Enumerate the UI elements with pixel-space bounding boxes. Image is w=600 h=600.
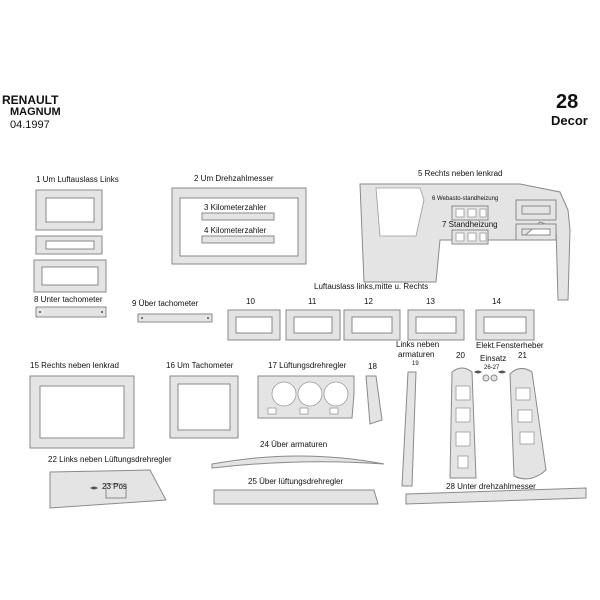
part-13-frame [407, 309, 465, 341]
label-part-9: 9 Über tachometer [132, 299, 199, 308]
label-part-19: 19 [412, 361, 419, 367]
label-part-1: 1 Um Luftauslass Links [36, 175, 119, 184]
label-part-25: 25 Über lüftungsdrehregler [248, 477, 344, 486]
label-part-14: 14 [492, 297, 501, 306]
label-part-4: 4 Kilometerzahler [204, 226, 267, 235]
brand-name: RENAULT [2, 93, 59, 107]
part-18-strip [365, 375, 383, 425]
label-part-5: 5 Rechts neben lenkrad [418, 169, 503, 178]
label-luftauslass: Luftauslass links,mitte u. Rechts [314, 282, 429, 291]
label-part-18: 18 [368, 362, 377, 371]
part-1-top-frame [35, 189, 103, 231]
part-count: 28 [556, 91, 579, 113]
part-16-frame [169, 375, 239, 439]
label-einsatz: Einsatz [480, 354, 507, 363]
model-name: MAGNUM [10, 106, 61, 118]
part-1-bottom-frame [33, 259, 107, 293]
label-part-22: 22 Links neben Lüftungsdrehregler [48, 455, 172, 464]
part-27-insert [490, 374, 498, 382]
label-part-6: 6 Webasto-standheizung [432, 196, 499, 202]
label-part-2: 2 Um Drehzahlmesser [194, 174, 274, 183]
part-26-insert [482, 374, 490, 382]
decor-title: Decor [551, 113, 588, 128]
label-part-21: 21 [518, 351, 527, 360]
label-part-23: 23 Pos [102, 482, 127, 491]
label-part-13: 13 [426, 297, 435, 306]
label-part-19-line1: Links neben [396, 340, 440, 349]
part-11-frame [285, 309, 341, 341]
label-part-8: 8 Unter tachometer [34, 295, 103, 304]
part-1-mid-frame [35, 235, 103, 255]
part-25-strip [213, 489, 379, 505]
label-part-26-27: 26-27 [484, 365, 500, 371]
part-2-frame [171, 187, 307, 265]
part-19-strip [401, 371, 417, 487]
label-part-17: 17 Lüftungsdrehregler [268, 361, 347, 370]
part-12-frame [343, 309, 401, 341]
part-15-frame [29, 375, 135, 449]
part-23-panel [105, 483, 127, 499]
part-8-strip [35, 306, 107, 318]
part-14-frame [475, 309, 535, 341]
model-date: 04.1997 [10, 119, 50, 131]
label-part-10: 10 [246, 297, 255, 306]
part-28-strip [405, 487, 587, 505]
part-24-strip [211, 455, 385, 469]
label-part-16: 16 Um Tachometer [166, 361, 234, 370]
label-part-19-line2: armaturen [398, 350, 435, 359]
part-3-strip [201, 212, 275, 221]
label-part-7: 7 Standheizung [442, 220, 498, 229]
part-9-strip [137, 313, 213, 323]
label-part-28: 28 Unter drehzahlmesser [446, 482, 536, 491]
label-elekt-fensterheber: Elekt.Fensterheber [476, 341, 544, 350]
part-4-strip [201, 235, 275, 244]
label-part-20: 20 [456, 351, 465, 360]
part-10-frame [227, 309, 281, 341]
part-21-panel [509, 368, 547, 480]
label-part-12: 12 [364, 297, 373, 306]
label-part-24: 24 Über armaturen [260, 440, 328, 449]
label-part-11: 11 [308, 297, 317, 306]
label-part-3: 3 Kilometerzahler [204, 203, 267, 212]
label-part-15: 15 Rechts neben lenkrad [30, 361, 119, 370]
